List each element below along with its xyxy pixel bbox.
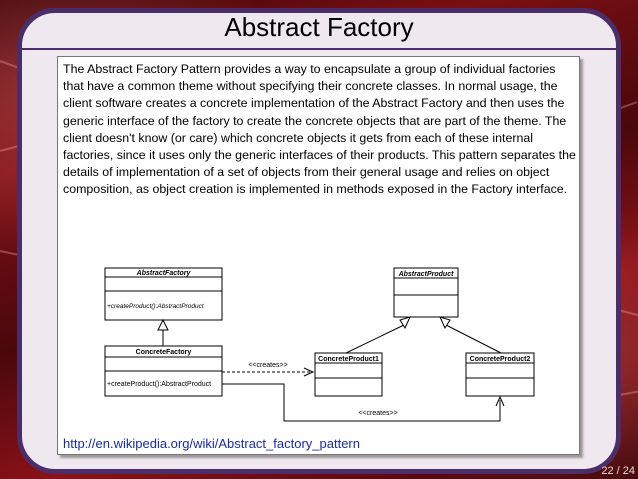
- slide-title: Abstract Factory: [224, 12, 414, 42]
- abstract-product-class: AbstractProduct: [393, 267, 459, 318]
- title-divider: [17, 48, 621, 50]
- creates-dependency-1: <<creates>>: [222, 362, 315, 377]
- concrete-product1-name: ConcreteProduct1: [318, 356, 379, 363]
- concrete-product2-class: ConcreteProduct2: [465, 352, 535, 397]
- abstract-factory-class: AbstractFactory +createProduct():Abstrac…: [104, 267, 223, 321]
- content-box: The Abstract Factory Pattern provides a …: [57, 56, 580, 455]
- abstract-factory-method: +createProduct():AbstractProduct: [107, 303, 205, 310]
- page-number: 22 / 24: [601, 465, 635, 477]
- concrete-factory-method: +createProduct():AbstractProduct: [107, 381, 211, 388]
- wikipedia-link[interactable]: http://en.wikipedia.org/wiki/Abstract_fa…: [63, 436, 360, 451]
- uml-class-diagram: .b{fill:#fff;stroke:#000;stroke-width:1;…: [104, 267, 535, 422]
- concrete-factory-class: ConcreteFactory +createProduct():Abstrac…: [104, 345, 223, 397]
- concrete-factory-name: ConcreteFactory: [136, 349, 192, 356]
- abstract-factory-name: AbstractFactory: [136, 270, 192, 277]
- concrete-product1-class: ConcreteProduct1: [314, 352, 383, 397]
- description-paragraph: The Abstract Factory Pattern provides a …: [63, 62, 576, 197]
- creates-label-1: <<creates>>: [248, 362, 287, 369]
- creates-dependency-2: <<creates>>: [222, 383, 505, 422]
- abstract-product-name: AbstractProduct: [398, 271, 455, 278]
- creates-label-2: <<creates>>: [358, 410, 397, 417]
- product-inheritance-arrows: [345, 316, 502, 354]
- factory-inheritance-arrow: [157, 318, 169, 346]
- concrete-product2-name: ConcreteProduct2: [470, 356, 531, 363]
